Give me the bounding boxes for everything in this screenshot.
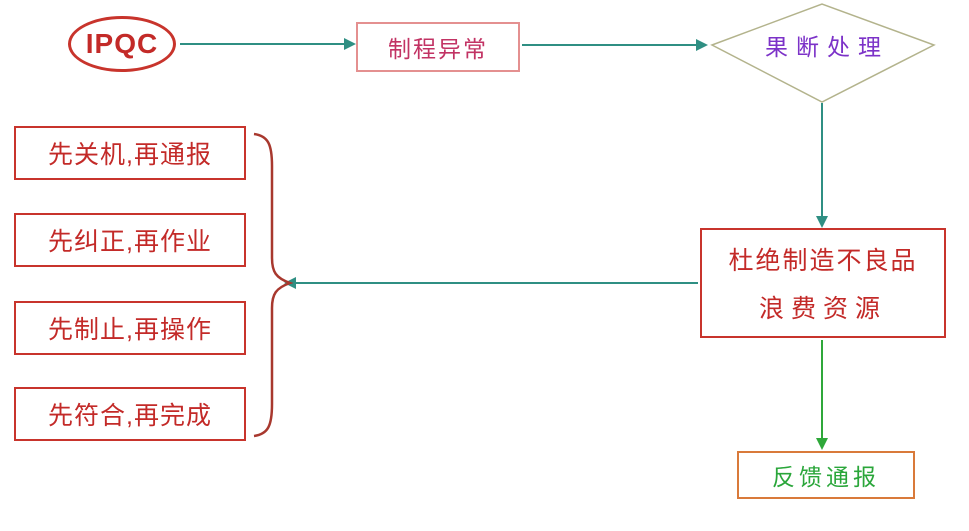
rule-label: 先关机,再通报 <box>48 141 212 169</box>
node-rule-conform-then-finish: 先符合,再完成 <box>14 387 246 441</box>
arrow-prevent-to-rules <box>284 277 698 289</box>
node-rule-shutdown-then-report: 先关机,再通报 <box>14 126 246 180</box>
arrow-decision-to-prevent <box>816 103 828 228</box>
rule-label: 先纠正,再作业 <box>48 228 212 256</box>
rule-label: 先符合,再完成 <box>48 402 212 430</box>
node-process-exception: 制程异常 <box>356 22 520 72</box>
decision-diamond-shape <box>710 3 936 103</box>
rules-grouping-brace <box>253 132 294 438</box>
node-process-exception-label: 制程异常 <box>388 36 488 62</box>
node-decisive-handling: 果断处理 <box>712 30 934 60</box>
arrow-ipqc-to-exception <box>180 38 356 50</box>
node-rule-correct-then-work: 先纠正,再作业 <box>14 213 246 267</box>
node-feedback-report: 反馈通报 <box>737 451 915 499</box>
node-rule-stop-then-operate: 先制止,再操作 <box>14 301 246 355</box>
node-ipqc-label: IPQC <box>85 28 159 59</box>
node-feedback-report-label: 反馈通报 <box>772 464 880 490</box>
node-prevent-waste: 杜绝制造不良品 浪费资源 <box>700 228 946 338</box>
node-ipqc: IPQC <box>68 16 176 72</box>
node-prevent-waste-line2: 浪费资源 <box>758 294 887 323</box>
rule-label: 先制止,再操作 <box>48 316 212 344</box>
node-decisive-handling-label: 果断处理 <box>765 34 889 60</box>
arrow-prevent-to-feedback <box>816 340 828 450</box>
arrow-exception-to-decision <box>522 39 708 51</box>
node-prevent-waste-line1: 杜绝制造不良品 <box>728 247 918 276</box>
